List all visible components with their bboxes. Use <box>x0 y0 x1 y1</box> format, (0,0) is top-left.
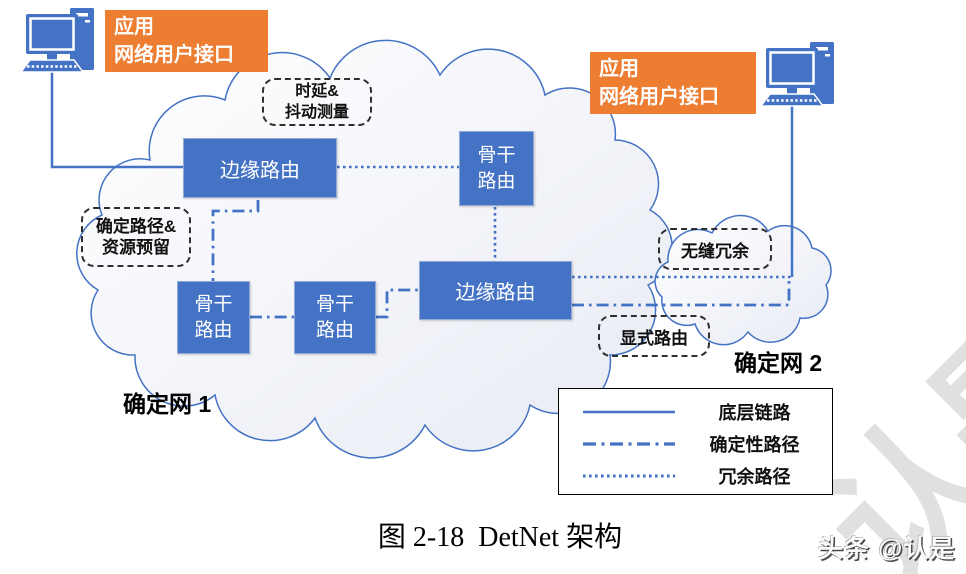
label-deterministic-net-2: 确定网 2 <box>734 350 823 376</box>
deterministic-path-lines <box>211 200 791 319</box>
app-network-user-interface-label-right: 应用 网络用户接口 <box>590 52 756 114</box>
node-label: 骨干 路由 <box>194 293 233 341</box>
figure-caption: 图 2-18 DetNet 架构 <box>377 522 623 553</box>
legend-row-underlying-link: 底层链路 <box>559 396 832 428</box>
computer-icon <box>19 8 94 73</box>
callout-deterministic-path-resource-reservation: 确定路径& 资源预留 <box>81 207 191 267</box>
callout-delay-jitter-measurement: 时延& 抖动测量 <box>262 78 372 126</box>
watermark-credit-text: 头条 @认是 <box>818 535 956 563</box>
computer-icon <box>759 42 834 107</box>
node-backbone-router-left: 骨干 路由 <box>177 281 250 354</box>
node-backbone-router-middle: 骨干 路由 <box>294 281 376 354</box>
solid-line-sample-icon <box>583 410 675 414</box>
cloud-deterministic-net-2 <box>654 214 832 346</box>
legend-label: 确定性路径 <box>709 435 800 455</box>
legend-row-redundant-path: 冗余路径 <box>559 460 832 492</box>
redundant-path-lines <box>337 165 792 279</box>
app-network-user-interface-label-left: 应用 网络用户接口 <box>105 10 268 72</box>
callout-seamless-redundancy-text: 无缝冗余 <box>681 241 749 261</box>
callout-delay-jitter-text: 时延& 抖动测量 <box>284 83 349 121</box>
callout-det-path-text: 确定路径& 资源预留 <box>95 217 177 257</box>
dash-dot-line-sample-icon <box>583 442 675 446</box>
legend-label: 底层链路 <box>718 403 791 423</box>
legend-label: 冗余路径 <box>718 467 791 487</box>
callout-seamless-redundancy: 无缝冗余 <box>658 228 772 270</box>
legend-row-deterministic-path: 确定性路径 <box>559 428 832 460</box>
node-label: 骨干 路由 <box>315 293 354 341</box>
node-edge-router-left: 边缘路由 <box>183 138 337 198</box>
node-edge-router-right: 边缘路由 <box>419 261 572 320</box>
label-deterministic-net-1: 确定网 1 <box>123 391 212 417</box>
legend: 底层链路 确定性路径 冗余路径 <box>558 388 833 495</box>
node-backbone-router-top: 骨干 路由 <box>459 131 534 206</box>
node-label: 边缘路由 <box>455 282 536 304</box>
node-label: 边缘路由 <box>220 159 300 182</box>
underlying-link-lines <box>50 72 794 277</box>
dotted-line-sample-icon <box>583 474 675 478</box>
callout-explicit-routing-text: 显式路由 <box>620 328 688 348</box>
callout-explicit-routing: 显式路由 <box>598 315 710 357</box>
node-label: 骨干 路由 <box>477 144 516 192</box>
